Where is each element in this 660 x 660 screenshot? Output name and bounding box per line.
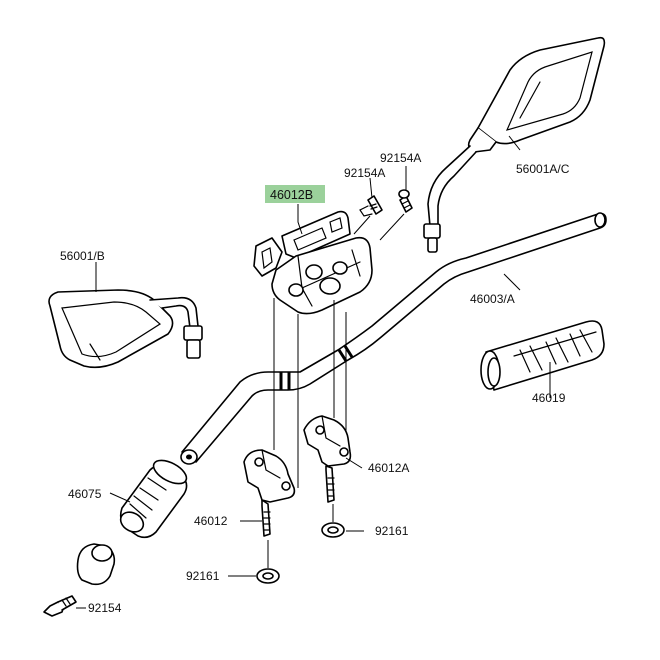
- label-92161-right[interactable]: 92161: [375, 524, 409, 538]
- bolt-92154a-left[interactable]: [359, 195, 383, 217]
- washer-92161-left[interactable]: [256, 568, 280, 584]
- grip-left[interactable]: [117, 456, 190, 539]
- label-56001a-c[interactable]: 56001A/C: [516, 162, 570, 176]
- mirror-right[interactable]: [423, 36, 606, 253]
- label-92154a-2[interactable]: 92154A: [380, 151, 421, 165]
- handlebar[interactable]: [180, 212, 607, 465]
- leader-lines: [76, 135, 551, 609]
- washer-92161-right[interactable]: [321, 522, 345, 538]
- handlebar-holder-lower-a[interactable]: [303, 415, 352, 503]
- label-92161-left[interactable]: 92161: [186, 569, 220, 583]
- handlebar-holder-lower[interactable]: [243, 449, 296, 537]
- bar-end-cap[interactable]: [76, 543, 116, 586]
- bolt-92154-bottom[interactable]: [43, 595, 77, 617]
- grip-right[interactable]: [480, 320, 605, 391]
- label-56001-b[interactable]: 56001/B: [60, 249, 105, 263]
- bolt-92154a-right[interactable]: [398, 189, 413, 213]
- label-92154a-1[interactable]: 92154A: [344, 166, 385, 180]
- label-46012b[interactable]: 46012B: [270, 188, 313, 202]
- highlight-box: [265, 185, 325, 203]
- handlebar-holder-upper[interactable]: [253, 210, 373, 315]
- label-46003-a[interactable]: 46003/A: [470, 292, 515, 306]
- label-46012a[interactable]: 46012A: [368, 461, 409, 475]
- label-92154[interactable]: 92154: [88, 601, 122, 615]
- mirror-left[interactable]: [48, 289, 203, 369]
- label-46075[interactable]: 46075: [68, 487, 102, 501]
- label-46019[interactable]: 46019: [532, 391, 566, 405]
- label-46012[interactable]: 46012: [194, 514, 228, 528]
